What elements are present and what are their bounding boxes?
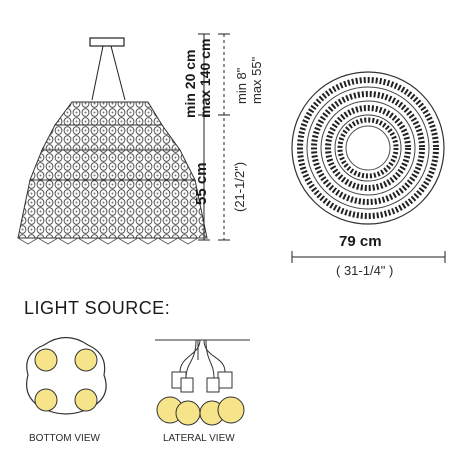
bottom-view-label: BOTTOM VIEW — [29, 433, 100, 444]
bulb-icon — [74, 388, 98, 412]
diameter-dimension-line — [291, 251, 446, 263]
body-height-cm-label: 55 cm — [193, 162, 210, 205]
suspension-min-in-label: min 8" — [234, 67, 249, 104]
bulb-icon — [217, 396, 245, 424]
light-source-title: LIGHT SOURCE: — [24, 298, 171, 318]
bulb-cluster-bottom-icon — [26, 336, 107, 415]
bulb-cluster-lateral-icon — [155, 339, 250, 426]
diameter-cm-label: 79 cm — [339, 233, 382, 250]
bulb-icon — [175, 400, 201, 426]
height-dimension-lines — [198, 33, 230, 241]
body-height-in-label: (21-1/2") — [232, 161, 247, 212]
suspension-min-cm-label: min 20 cm — [182, 49, 198, 118]
pendant-lamp-top-icon — [291, 71, 445, 225]
diameter-in-label: ( 31-1/4" ) — [336, 263, 394, 278]
lateral-view-label: LATERAL VIEW — [163, 433, 235, 444]
suspension-max-in-label: max 55" — [249, 56, 264, 104]
suspension-max-cm-label: max 140 cm — [197, 38, 213, 118]
lamp-shade — [17, 101, 208, 245]
bulb-icon — [34, 388, 58, 412]
pendant-lamp-side-icon — [17, 37, 208, 245]
bulb-icon — [34, 348, 58, 372]
bulb-icon — [74, 348, 98, 372]
